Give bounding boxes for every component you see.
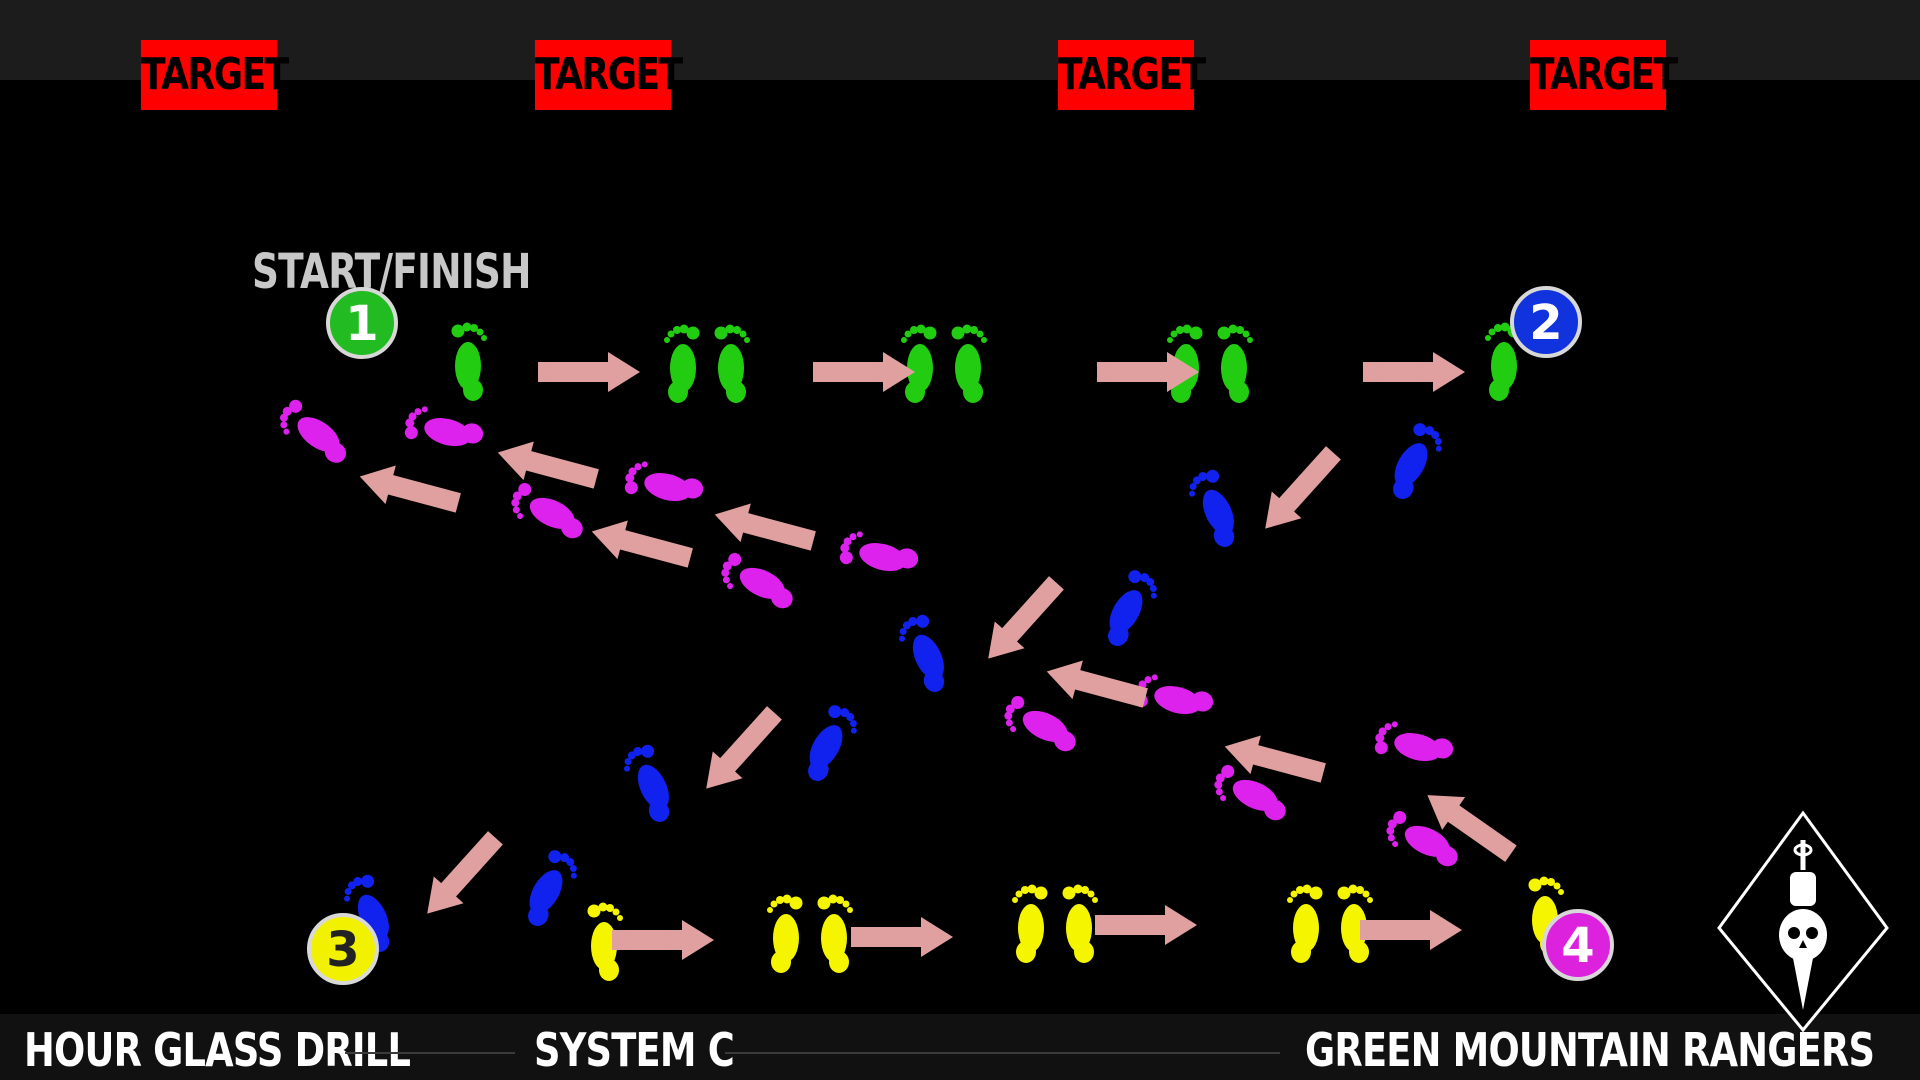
blue-footprint — [794, 701, 865, 787]
path-arrow-4 — [612, 920, 714, 960]
target-4: TARGET — [1529, 40, 1678, 110]
separator-line-2 — [725, 1052, 1280, 1054]
path-arrow-11 — [412, 824, 511, 928]
path-arrow-3 — [1363, 352, 1465, 392]
waypoint-1-label: 1 — [345, 296, 378, 352]
blue-footprint — [617, 740, 684, 828]
skull-dagger-diamond-icon — [1717, 810, 1889, 1033]
waypoint-4-label: 4 — [1561, 918, 1594, 974]
path-arrow-0 — [538, 352, 640, 392]
path-arrow-5 — [851, 917, 953, 957]
magenta-footprint — [401, 402, 487, 458]
path-arrow-12 — [492, 433, 602, 499]
target-3: TARGET — [1057, 40, 1206, 110]
path-arrow-10 — [691, 699, 790, 803]
waypoint-4-circle — [1542, 909, 1614, 981]
magenta-footprint — [836, 527, 922, 583]
waypoint-1-circle — [326, 287, 398, 359]
magenta-footprint — [621, 457, 707, 513]
yellow-footprint-right — [1062, 884, 1098, 963]
magenta-footprint — [504, 480, 591, 546]
path-arrow-9 — [973, 569, 1072, 673]
green-footprint-left — [901, 324, 937, 403]
path-arrow-7 — [1360, 910, 1462, 950]
magenta-footprint — [997, 693, 1084, 759]
blue-footprint — [1379, 419, 1450, 505]
system-label: SYSTEM C — [534, 1023, 735, 1077]
bottom-bar — [0, 1014, 1920, 1080]
yellow-footprint-right — [817, 894, 853, 973]
yellow-footprint-left — [767, 894, 803, 973]
separator-line-1 — [345, 1052, 515, 1054]
blue-footprint — [514, 846, 585, 932]
blue-footprint — [1094, 566, 1165, 652]
yellow-footprint-left — [1287, 884, 1323, 963]
path-arrow-13 — [354, 457, 464, 523]
green-footprint-right — [1217, 324, 1253, 403]
start-finish-label: START/FINISH — [252, 244, 531, 300]
drill-title: HOUR GLASS DRILL — [24, 1023, 411, 1077]
target-1: TARGET — [140, 40, 289, 110]
path-arrow-8 — [1250, 439, 1349, 543]
magenta-footprint — [272, 396, 357, 471]
path-arrow-6 — [1095, 905, 1197, 945]
path-arrow-1 — [813, 352, 915, 392]
waypoint-2-label: 2 — [1529, 295, 1562, 351]
waypoint-3-circle — [307, 913, 379, 985]
green-footprint-right — [714, 324, 750, 403]
blue-footprint — [1182, 465, 1249, 553]
magenta-footprint — [1371, 717, 1457, 773]
path-arrow-16 — [1041, 652, 1151, 718]
green-footprint-left — [664, 324, 700, 403]
green-footprint-right — [951, 324, 987, 403]
unit-label: GREEN MOUNTAIN RANGERS — [1305, 1023, 1875, 1077]
blue-footprint — [892, 610, 959, 698]
yellow-footprint-left — [1012, 884, 1048, 963]
path-arrow-15 — [586, 512, 696, 578]
path-arrow-14 — [709, 495, 819, 561]
waypoint-2-circle — [1510, 286, 1582, 358]
green-footprint — [451, 322, 487, 401]
magenta-footprint — [714, 550, 801, 616]
target-2: TARGET — [534, 40, 683, 110]
waypoint-3-label: 3 — [326, 922, 359, 978]
